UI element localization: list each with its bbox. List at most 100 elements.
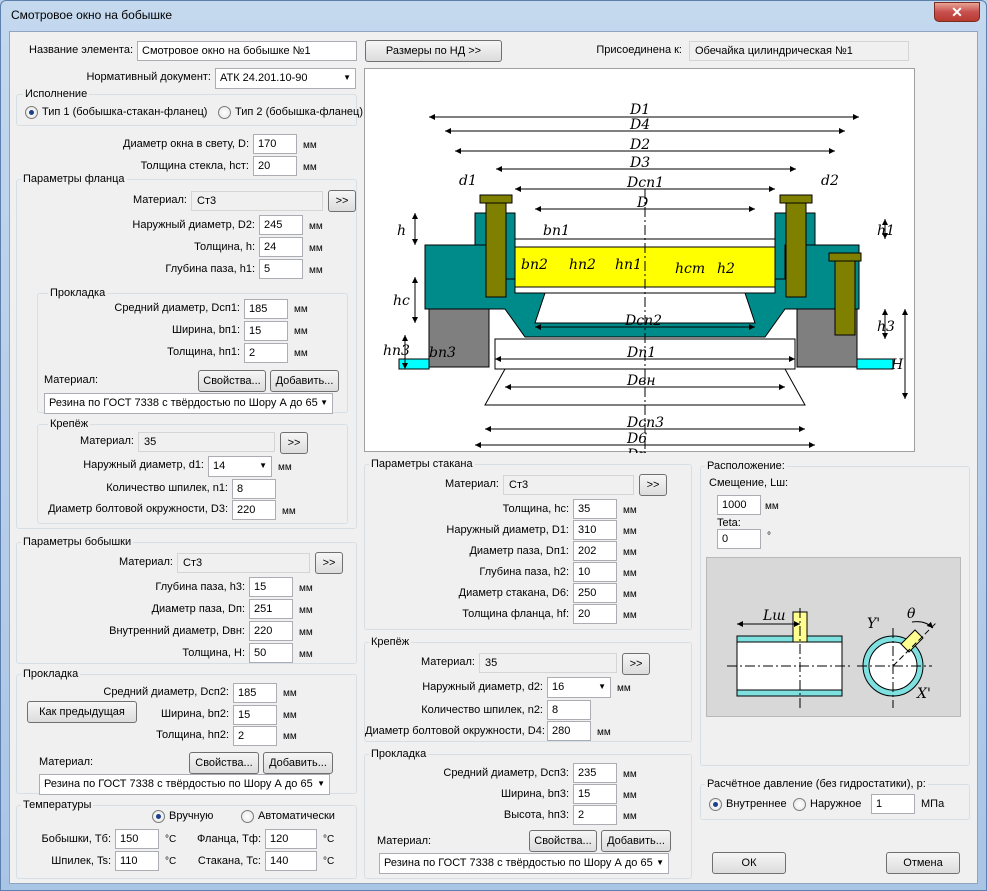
temp-boss-input[interactable]: 150	[115, 829, 159, 849]
pressure-input[interactable]: 1	[871, 794, 915, 814]
glass-material-button[interactable]: >>	[639, 474, 667, 496]
gasket3-bn-input[interactable]: 15	[573, 784, 617, 804]
gasket3-props-button[interactable]: Свойства...	[529, 830, 597, 852]
gasket1-hn-label: Толщина, hп1:	[167, 346, 240, 358]
gasket2-hn-input[interactable]: 2	[233, 726, 277, 746]
norm-doc-select[interactable]: АТК 24.201.10-90 ▼	[215, 68, 356, 89]
fastener1-d3-input[interactable]: 220	[232, 500, 276, 520]
gasket1-group: Прокладка Средний диаметр, Dсп1: 185 мм …	[37, 287, 348, 414]
same-as-previous-button[interactable]: Как предыдущая	[27, 701, 137, 723]
boss-dn-input[interactable]: 251	[249, 599, 293, 619]
pressure-outer-radio[interactable]	[793, 798, 806, 811]
nd-dimensions-button[interactable]: Размеры по НД >>	[365, 40, 502, 62]
flange-d2-input[interactable]: 245	[259, 215, 303, 235]
glass-material-label: Материал:	[444, 478, 499, 490]
flange-material-label: Материал:	[132, 194, 187, 206]
pressure-inner-radio[interactable]	[709, 798, 722, 811]
glass-d6-input[interactable]: 250	[573, 583, 617, 603]
gasket2-dcp-input[interactable]: 185	[233, 683, 277, 703]
fastener1-d1-select[interactable]: 14 ▼	[208, 456, 272, 477]
gasket2-bn-input[interactable]: 15	[233, 705, 277, 725]
gasket1-material-label: Материал:	[44, 374, 99, 386]
flange-h-input[interactable]: 24	[259, 237, 303, 257]
type1-radio[interactable]	[25, 106, 38, 119]
boss-h3-input[interactable]: 15	[249, 577, 293, 597]
gasket3-hn-input[interactable]: 2	[573, 805, 617, 825]
location-scheme-svg: Lш Y' X' θ	[727, 606, 938, 708]
gasket1-material-select[interactable]: Резина по ГОСТ 7338 с твёрдостью по Шору…	[44, 393, 333, 414]
boss-material-button[interactable]: >>	[315, 552, 343, 574]
glass-h2-input[interactable]: 10	[573, 562, 617, 582]
type2-label[interactable]: Тип 2 (бобышка-фланец)	[235, 106, 364, 118]
dim-hn1: hп1	[615, 257, 642, 273]
window-title: Смотровое окно на бобышке	[11, 8, 173, 22]
teta-input[interactable]: 0	[717, 529, 761, 549]
temps-auto-label[interactable]: Автоматически	[258, 810, 335, 822]
temps-manual-radio[interactable]	[152, 810, 165, 823]
glass-hf-input[interactable]: 20	[573, 604, 617, 624]
element-name-input[interactable]: Смотровое окно на бобышке №1	[137, 41, 357, 61]
temp-glass-label: Стакана, Тс:	[197, 855, 261, 867]
glass-hc-input[interactable]: 35	[573, 499, 617, 519]
unit-mm: мм	[294, 348, 308, 359]
type1-label[interactable]: Тип 1 (бобышка-стакан-фланец)	[42, 106, 208, 118]
fastener2-d4-input[interactable]: 280	[547, 721, 591, 741]
ok-button[interactable]: ОК	[712, 852, 786, 874]
close-button[interactable]: ✕	[934, 2, 980, 22]
gasket1-add-button[interactable]: Добавить...	[270, 370, 339, 392]
gasket2-props-button[interactable]: Свойства...	[189, 752, 259, 774]
dropdown-arrow-icon: ▼	[259, 461, 267, 470]
temp-bolts-input[interactable]: 110	[115, 851, 159, 871]
gasket3-material-select[interactable]: Резина по ГОСТ 7338 с твёрдостью по Шору…	[379, 853, 669, 874]
glass-dn1-input[interactable]: 202	[573, 541, 617, 561]
unit-mm: мм	[299, 627, 313, 638]
location-group: Расположение: Смещение, Lш: 1000 мм Teta…	[700, 460, 970, 766]
gasket1-title: Прокладка	[48, 287, 108, 299]
temps-auto-radio[interactable]	[241, 810, 254, 823]
temperatures-title: Температуры	[21, 799, 94, 811]
gasket3-bn-label: Ширина, bп3:	[500, 788, 569, 800]
unit-mm: мм	[309, 265, 323, 276]
temp-glass-input[interactable]: 140	[265, 851, 317, 871]
unit-mm: мм	[294, 326, 308, 337]
gasket1-bn-input[interactable]: 15	[244, 321, 288, 341]
boss-dvn-input[interactable]: 220	[249, 621, 293, 641]
glass-dn1-label: Диаметр паза, Dп1:	[469, 545, 569, 557]
flange-h1-input[interactable]: 5	[259, 259, 303, 279]
unit-mm: мм	[623, 610, 637, 621]
attached-to-label: Присоединена к:	[596, 44, 682, 56]
gasket1-props-button[interactable]: Свойства...	[198, 370, 266, 392]
fastener2-n2-input[interactable]: 8	[547, 700, 591, 720]
flange-material-button[interactable]: >>	[328, 190, 356, 212]
type2-radio[interactable]	[218, 106, 231, 119]
gasket2-material-select[interactable]: Резина по ГОСТ 7338 с твёрдостью по Шору…	[39, 774, 330, 795]
gasket2-group: Прокладка Средний диаметр, Dсп2: 185 мм …	[16, 668, 357, 795]
gasket2-bn-label: Ширина, bп2:	[160, 708, 229, 720]
temp-boss-label: Бобышки, Тб:	[41, 833, 111, 845]
teta-unit: °	[767, 531, 771, 542]
fastener1-n1-input[interactable]: 8	[232, 479, 276, 499]
pressure-outer-label[interactable]: Наружное	[810, 798, 862, 810]
cancel-button[interactable]: Отмена	[886, 852, 960, 874]
temps-manual-label[interactable]: Вручную	[169, 810, 214, 822]
fastener2-material-button[interactable]: >>	[622, 653, 650, 675]
boss-h-input[interactable]: 50	[249, 643, 293, 663]
glass-thickness-input[interactable]: 20	[253, 156, 297, 176]
boss-title: Параметры бобышки	[21, 536, 134, 548]
fastener1-material-button[interactable]: >>	[280, 432, 308, 454]
pressure-inner-label[interactable]: Внутреннее	[726, 798, 787, 810]
glass-d1-input[interactable]: 310	[573, 520, 617, 540]
gasket3-dcp-input[interactable]: 235	[573, 763, 617, 783]
temp-flange-input[interactable]: 120	[265, 829, 317, 849]
gasket1-hn-input[interactable]: 2	[244, 343, 288, 363]
gasket3-add-button[interactable]: Добавить...	[601, 830, 671, 852]
fastener2-group: Крепёж Материал: 35 >> Наружный диаметр,…	[364, 636, 692, 742]
shift-input[interactable]: 1000	[717, 495, 761, 515]
unit-mm: мм	[283, 688, 297, 699]
window-diameter-input[interactable]: 170	[253, 134, 297, 154]
gasket2-add-button[interactable]: Добавить...	[263, 752, 333, 774]
gasket1-dcp-input[interactable]: 185	[244, 299, 288, 319]
dim-d1: D1	[629, 102, 650, 118]
fastener2-d2-select[interactable]: 16 ▼	[547, 677, 611, 698]
